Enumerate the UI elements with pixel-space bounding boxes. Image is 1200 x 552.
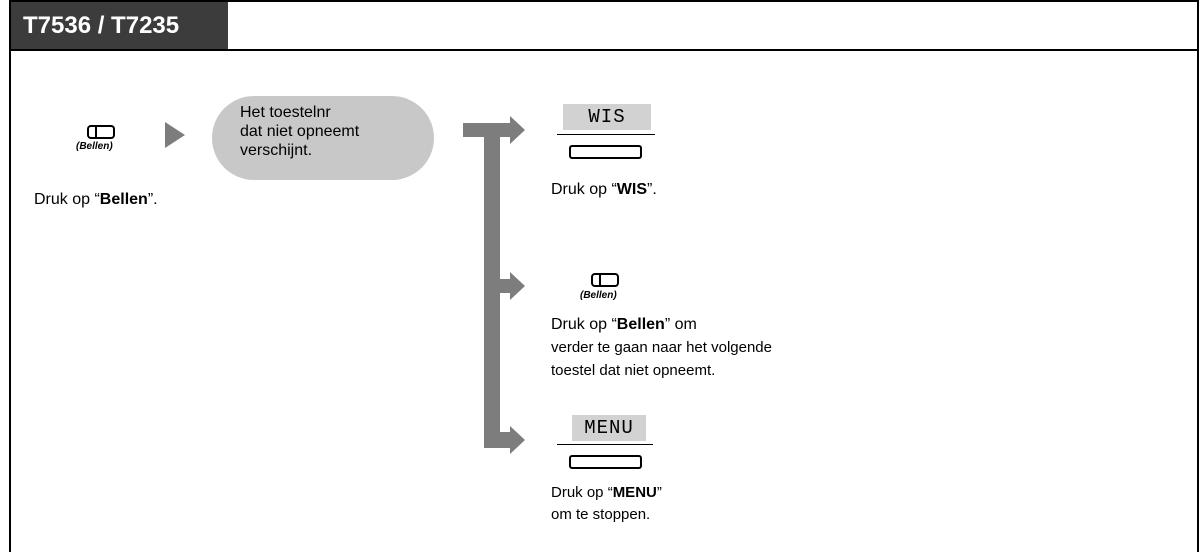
bellen-key-icon[interactable] bbox=[87, 125, 115, 139]
page-title: T7536 / T7235 bbox=[11, 2, 228, 50]
lcd-underline bbox=[557, 444, 653, 445]
page-frame bbox=[9, 0, 1199, 552]
bellen-instruction-line3: toestel dat niet opneemt. bbox=[551, 362, 716, 379]
arrow-head-icon bbox=[510, 426, 525, 454]
menu-instruction: Druk op “MENU” bbox=[551, 484, 662, 501]
arrow-head-icon bbox=[510, 272, 525, 300]
lcd-display-menu: MENU bbox=[572, 415, 646, 441]
branch-bottom-bar bbox=[500, 432, 511, 448]
arrow-head-icon bbox=[510, 116, 525, 144]
branch-vertical-bar bbox=[484, 137, 500, 448]
bellen-key-caption: (Bellen) bbox=[580, 290, 617, 301]
header-divider bbox=[11, 49, 1197, 51]
lcd-display-wis: WIS bbox=[563, 104, 651, 130]
menu-instruction-line2: om te stoppen. bbox=[551, 506, 651, 523]
bellen-key-caption: (Bellen) bbox=[76, 141, 113, 152]
step1-instruction: Druk op “Bellen”. bbox=[34, 191, 158, 208]
bellen-instruction: Druk op “Bellen” om bbox=[551, 316, 697, 333]
branch-top-bar bbox=[463, 123, 511, 137]
lcd-underline bbox=[557, 134, 655, 135]
bubble-text: Het toestelnr dat niet opneemt verschijn… bbox=[240, 104, 360, 159]
wis-instruction: Druk op “WIS”. bbox=[551, 181, 657, 198]
arrow-right-icon bbox=[165, 122, 185, 148]
bellen-instruction-line2: verder te gaan naar het volgende bbox=[551, 339, 772, 356]
bellen-key-icon[interactable] bbox=[591, 273, 619, 287]
wis-soft-key[interactable] bbox=[569, 145, 642, 159]
status-bubble bbox=[212, 96, 434, 180]
branch-mid-bar bbox=[500, 279, 511, 293]
menu-soft-key[interactable] bbox=[569, 455, 642, 469]
